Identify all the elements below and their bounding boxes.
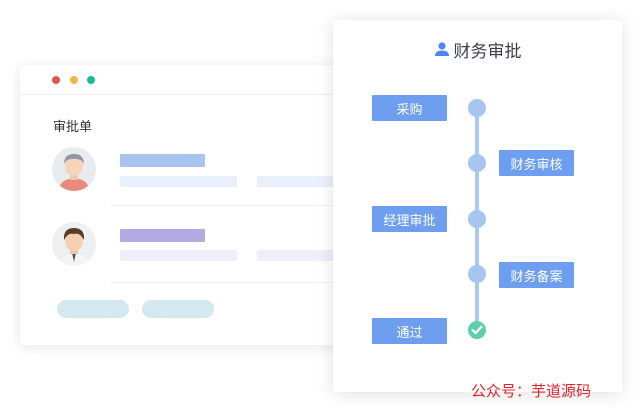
- window-title: 审批单: [53, 120, 93, 135]
- maximize-window-dot[interactable]: [87, 76, 95, 84]
- window-titlebar: [20, 65, 350, 95]
- finance-approval-card: 财务审批 采购 财务审核 经理审批 财务备案 通过: [333, 20, 622, 392]
- watermark: 公众号：芋道源码: [471, 382, 592, 400]
- row1-detail-placeholder: [120, 176, 237, 187]
- close-window-dot[interactable]: [52, 76, 60, 84]
- row2-detail-placeholder-2: [257, 250, 350, 261]
- step-approved[interactable]: 通过: [372, 318, 447, 344]
- person-icon: [434, 42, 449, 56]
- action-pill-placeholder-2[interactable]: [142, 300, 214, 318]
- timeline-node: [468, 265, 486, 283]
- step-finance-review[interactable]: 财务审核: [499, 150, 574, 176]
- action-pill-placeholder[interactable]: [57, 300, 129, 318]
- avatar-young-man: [52, 222, 96, 266]
- timeline-node: [468, 154, 486, 172]
- card-header: 财务审批: [333, 37, 622, 62]
- row1-name-placeholder: [120, 154, 205, 167]
- row-divider: [110, 282, 350, 283]
- row1-detail-placeholder-2: [257, 176, 350, 187]
- card-title: 财务审批: [453, 41, 522, 62]
- step-manager-approval[interactable]: 经理审批: [372, 206, 447, 232]
- row2-name-placeholder: [120, 229, 205, 242]
- check-icon: [468, 321, 486, 339]
- row2-detail-placeholder: [120, 250, 237, 261]
- approval-form-window: 审批单: [20, 65, 350, 345]
- timeline-node: [468, 210, 486, 228]
- step-finance-filing[interactable]: 财务备案: [499, 262, 574, 288]
- step-procurement[interactable]: 采购: [372, 95, 447, 121]
- row-divider: [110, 205, 350, 206]
- timeline-node: [468, 99, 486, 117]
- minimize-window-dot[interactable]: [70, 76, 78, 84]
- avatar-older-man: [52, 147, 96, 191]
